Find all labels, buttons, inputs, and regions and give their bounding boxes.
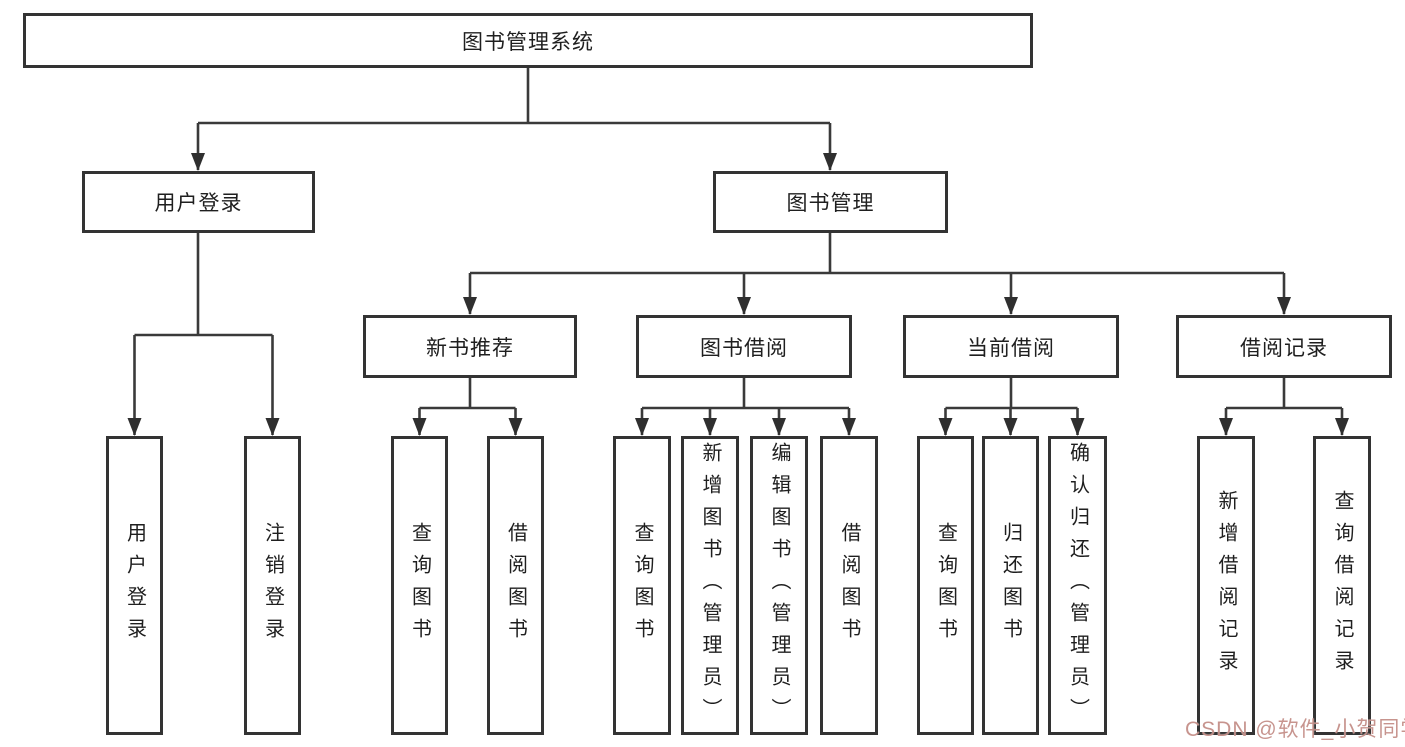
leaf-bb-edit-books-admin-label: 编辑图书（管理员） bbox=[768, 441, 790, 730]
leaf-user-login: 用户登录 bbox=[106, 436, 163, 735]
leaf-cb-return-books-label: 归还图书 bbox=[999, 521, 1022, 650]
node-library-management-system: 图书管理系统 bbox=[23, 13, 1033, 68]
leaf-cb-return-books: 归还图书 bbox=[982, 436, 1039, 735]
node-current-borrow: 当前借阅 bbox=[903, 315, 1119, 378]
leaf-br-query-record-label: 查询借阅记录 bbox=[1331, 489, 1353, 682]
leaf-bb-add-books-admin: 新增图书（管理员） bbox=[681, 436, 739, 735]
leaf-cb-query-books: 查询图书 bbox=[917, 436, 974, 735]
leaf-logout: 注销登录 bbox=[244, 436, 301, 735]
leaf-br-query-record: 查询借阅记录 bbox=[1313, 436, 1371, 735]
leaf-user-login-label: 用户登录 bbox=[123, 521, 146, 650]
leaf-nb-query-books: 查询图书 bbox=[391, 436, 448, 735]
leaf-bb-query-books-label: 查询图书 bbox=[631, 521, 653, 650]
leaf-br-add-record-label: 新增借阅记录 bbox=[1215, 489, 1237, 682]
node-book-borrow: 图书借阅 bbox=[636, 315, 852, 378]
csdn-watermark: CSDN @软件_小贺同学 bbox=[1185, 718, 1405, 741]
leaf-bb-borrow-books-label: 借阅图书 bbox=[838, 521, 860, 650]
leaf-bb-add-books-admin-label: 新增图书（管理员） bbox=[699, 441, 721, 730]
leaf-bb-query-books: 查询图书 bbox=[613, 436, 671, 735]
leaf-nb-borrow-books: 借阅图书 bbox=[487, 436, 544, 735]
node-borrow-records: 借阅记录 bbox=[1176, 315, 1392, 378]
leaf-bb-edit-books-admin: 编辑图书（管理员） bbox=[750, 436, 808, 735]
leaf-cb-confirm-return-admin-label: 确认归还（管理员） bbox=[1066, 441, 1089, 730]
node-new-book-recommend: 新书推荐 bbox=[363, 315, 577, 378]
leaf-logout-label: 注销登录 bbox=[261, 521, 284, 650]
leaf-nb-borrow-books-label: 借阅图书 bbox=[504, 521, 527, 650]
leaf-bb-borrow-books: 借阅图书 bbox=[820, 436, 878, 735]
leaf-cb-confirm-return-admin: 确认归还（管理员） bbox=[1048, 436, 1107, 735]
leaf-cb-query-books-label: 查询图书 bbox=[934, 521, 957, 650]
leaf-nb-query-books-label: 查询图书 bbox=[408, 521, 431, 650]
node-user-login: 用户登录 bbox=[82, 171, 315, 233]
leaf-br-add-record: 新增借阅记录 bbox=[1197, 436, 1255, 735]
node-book-management: 图书管理 bbox=[713, 171, 948, 233]
